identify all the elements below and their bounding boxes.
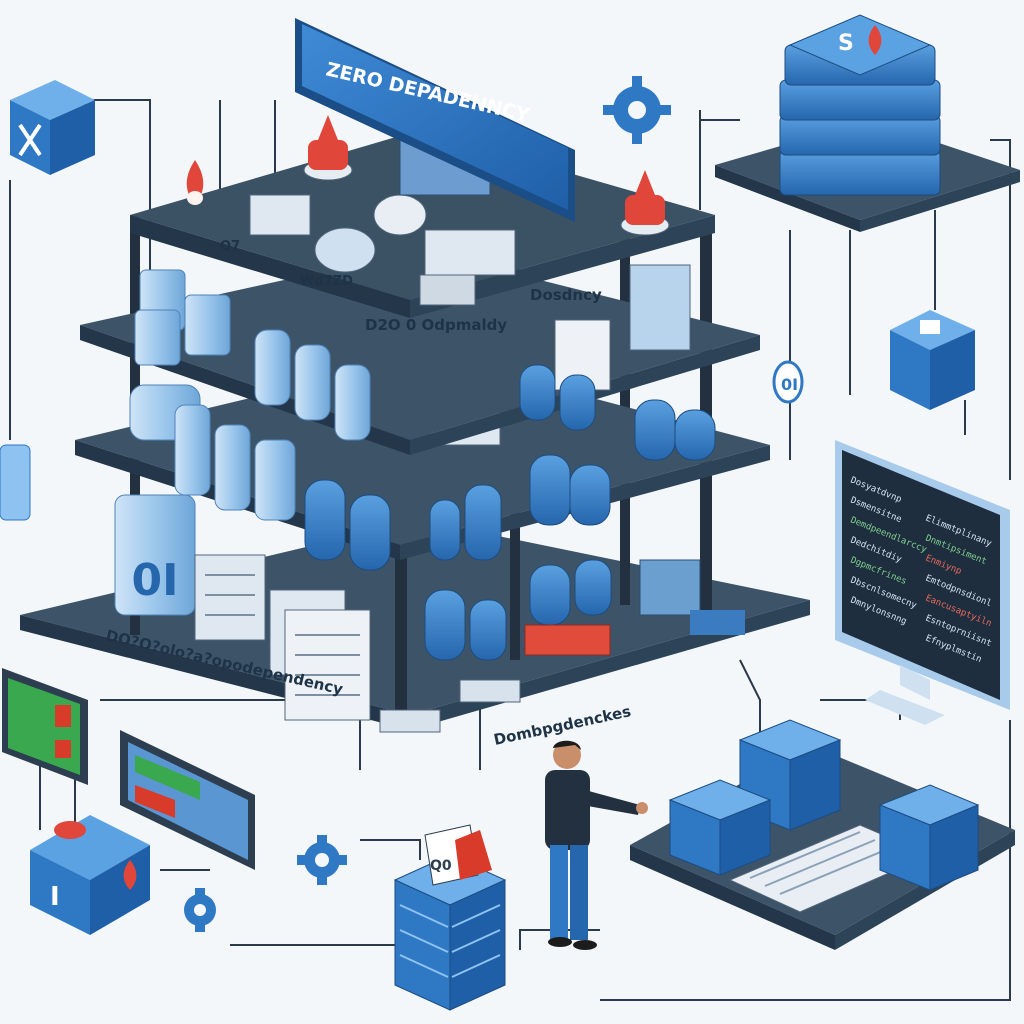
server-block [738,719,842,831]
tools-box [10,80,95,175]
hardware-module [524,624,611,656]
dependency-box: I [30,815,150,935]
server-platform [630,719,1015,950]
center-data-stack: Q0 [393,824,507,1011]
server-block [668,779,772,876]
server-blocks [194,554,371,721]
top-server-stack: S [715,14,1020,232]
wrench-icon [18,123,42,157]
gear-icon [297,835,347,885]
roof-equipment [249,139,516,306]
floor-label: D2O 0 Odpmaldy [365,316,507,334]
zero-dependency-banner: ZERO DEPADENNCY [295,18,575,222]
floor-label: Wd7ZD [300,274,353,289]
dashboard-panel [120,730,255,870]
flame-icon [186,160,204,205]
floor-label: Dosdncy [530,286,602,304]
code-chip: 0I [772,360,804,404]
gear-icon [184,888,216,932]
server-badge: S [838,31,854,56]
server-block [878,784,980,891]
dependency-building: 0I [20,115,810,749]
warning-beacon [620,170,670,236]
code-monitor: Dosyatdvnp Dsmensitne Demdpeendlarccy De… [835,440,1010,725]
second-floor-equipment [129,384,716,571]
status-panel [2,668,88,785]
box-badge: I [50,882,60,912]
ground-floor-equipment: 0I [114,494,745,733]
floor-label: Q7 [220,239,240,254]
gear-icon [603,76,671,144]
left-edge-box [0,444,31,521]
chip-code: 0I [781,375,798,394]
stack-badge: Q0 [430,858,452,874]
flame-icon [868,25,882,55]
engineer-figure [545,740,648,950]
third-floor-equipment [134,264,691,441]
tank-label: 0I [132,555,179,606]
disk-stacks-ground [424,559,612,661]
flame-icon [123,860,137,890]
warning-beacon [303,115,353,181]
floating-cube [890,310,975,410]
